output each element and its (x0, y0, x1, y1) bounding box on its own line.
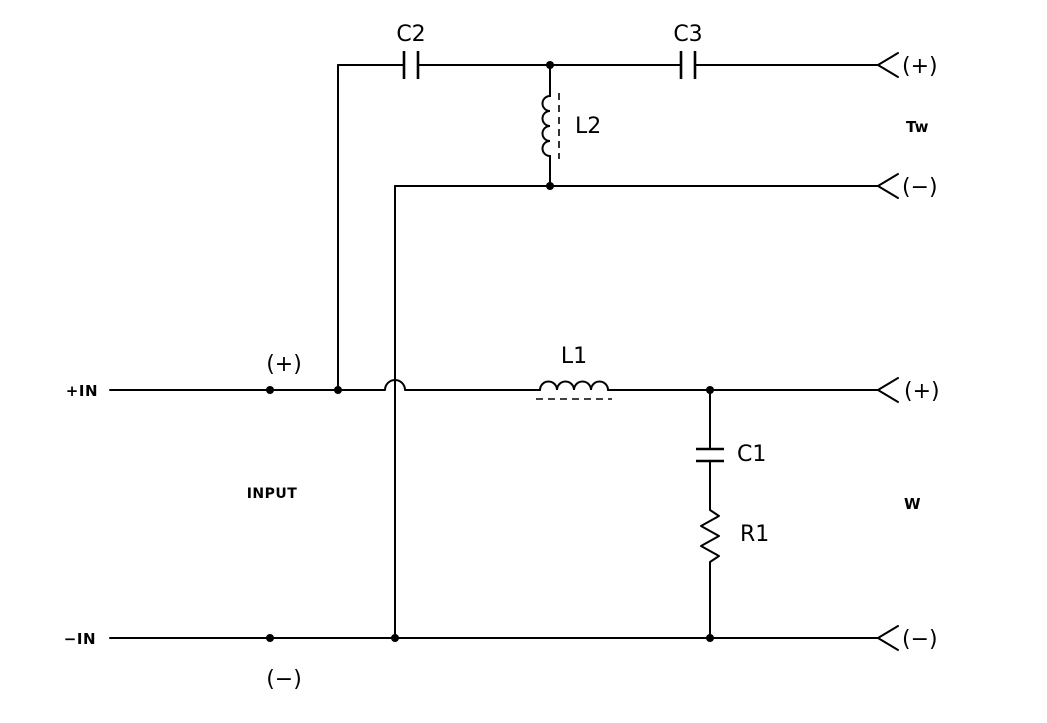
tweeter-positive-arrow-icon (877, 52, 899, 78)
woofer-positive-label: (+) (904, 379, 940, 404)
inductor-l1 (536, 380, 612, 400)
junction-dot (266, 634, 274, 642)
resistor-zigzag (700, 509, 720, 563)
woofer-negative-label: (−) (902, 627, 938, 652)
input-negative-terminal-label: −IN (64, 630, 96, 648)
l1-label: L1 (561, 344, 587, 369)
c2-label: C2 (396, 22, 425, 47)
capacitor-c3 (679, 51, 697, 79)
junction-dot (546, 61, 554, 69)
junction-dot (266, 386, 274, 394)
resistor-r1 (700, 509, 720, 563)
junction-dot (706, 386, 714, 394)
junctions (266, 61, 714, 642)
woofer-negative-arrow-icon (877, 625, 899, 651)
junction-dot (706, 634, 714, 642)
l2-label: L2 (575, 114, 601, 139)
capacitor-c1 (696, 447, 724, 463)
r1-label: R1 (740, 522, 769, 547)
input-section-label: INPUT (247, 486, 298, 502)
tweeter-positive-label: (+) (902, 54, 938, 79)
input-positive-wire (109, 379, 541, 391)
input-positive-polarity-label: (+) (266, 352, 302, 377)
c3-label: C3 (673, 22, 702, 47)
tweeter-negative-arrow-icon (877, 173, 899, 199)
woofer-positive-arrow-icon (877, 377, 899, 403)
input-negative-polarity-label: (−) (266, 667, 302, 692)
capacitor-c2 (402, 51, 420, 79)
junction-dot (334, 386, 342, 394)
tweeter-port-label: Tw (906, 118, 929, 136)
c1-label: C1 (737, 442, 766, 467)
tweeter-negative-label: (−) (902, 175, 938, 200)
inductor-l2 (541, 64, 560, 187)
input-positive-terminal-label: +IN (66, 382, 98, 400)
output-terminals (877, 52, 899, 651)
woofer-port-label: W (904, 495, 921, 513)
wires (109, 64, 879, 639)
junction-dot (546, 182, 554, 190)
labels: C2 C3 L2 L1 C1 R1 (+) Tw (−) (+) W (−) +… (64, 22, 940, 692)
junction-dot (391, 634, 399, 642)
inductor-coil (541, 64, 551, 187)
inductor-coil (539, 380, 609, 391)
